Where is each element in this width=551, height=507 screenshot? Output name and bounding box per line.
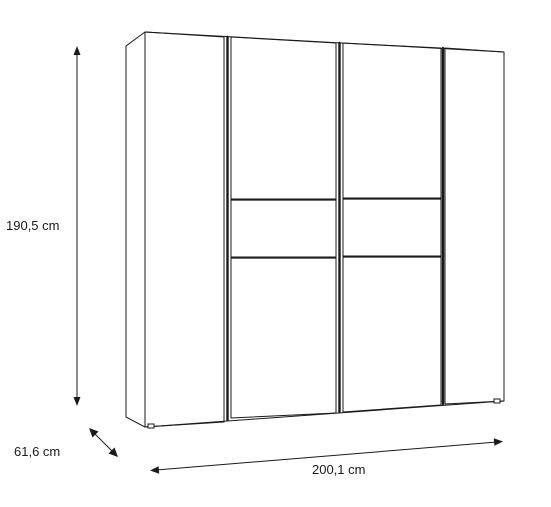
dimension-arrows bbox=[73, 46, 503, 474]
depth-arrowhead-bottom bbox=[108, 447, 118, 457]
width-arrowhead-right bbox=[493, 438, 503, 446]
wardrobe-feet bbox=[147, 398, 501, 429]
wardrobe-foot-left bbox=[147, 423, 155, 429]
wardrobe bbox=[125, 31, 505, 428]
wardrobe-left-side-panel bbox=[125, 31, 146, 428]
left-sliding-door bbox=[230, 36, 337, 419]
width-label: 200,1 cm bbox=[312, 462, 365, 477]
right-door-panel bbox=[444, 47, 505, 405]
width-dimension-line bbox=[155, 441, 498, 471]
depth-dimension-line bbox=[92, 431, 115, 454]
height-label: 190,5 cm bbox=[6, 218, 59, 233]
height-arrowhead-bottom bbox=[73, 397, 81, 406]
wardrobe-foot-right bbox=[493, 398, 501, 404]
depth-label: 61,6 cm bbox=[14, 444, 60, 459]
left-door-panel bbox=[144, 31, 225, 428]
wardrobe-door-gaps bbox=[226, 35, 445, 422]
depth-arrowhead-top bbox=[89, 428, 99, 438]
right-sliding-door bbox=[342, 42, 442, 413]
height-arrowhead-top bbox=[73, 46, 81, 55]
width-arrowhead-left bbox=[150, 466, 160, 474]
